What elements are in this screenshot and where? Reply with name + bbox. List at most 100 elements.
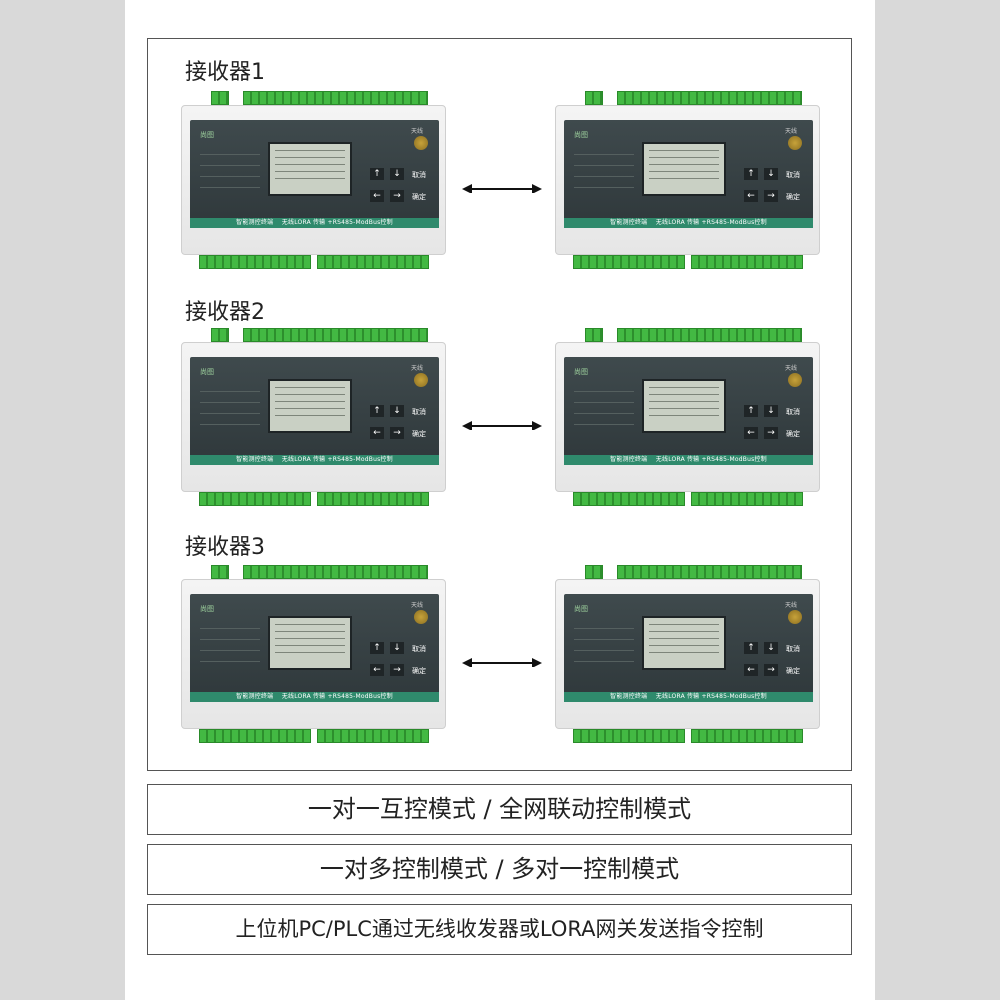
lcd-screen bbox=[642, 142, 726, 196]
strip-left-text: 智能测控终端 bbox=[610, 693, 648, 700]
up-button[interactable]: ↑ bbox=[370, 168, 384, 180]
left-button[interactable]: ← bbox=[744, 664, 758, 676]
terminal-block bbox=[243, 328, 428, 342]
up-button[interactable]: ↑ bbox=[744, 168, 758, 180]
strip-left-text: 智能测控终端 bbox=[610, 456, 648, 463]
confirm-button[interactable]: 确定 bbox=[786, 430, 800, 438]
device-housing: 尚图 天线 ↑ ↓ 取消 ← → 确定 bbox=[181, 579, 446, 729]
lcd-screen bbox=[642, 379, 726, 433]
terminal-block bbox=[243, 565, 428, 579]
terminal-block bbox=[585, 328, 603, 342]
right-button[interactable]: → bbox=[390, 190, 404, 202]
lcd-screen bbox=[268, 142, 352, 196]
antenna-connector-icon bbox=[788, 610, 802, 624]
bidirectional-arrow-icon bbox=[462, 658, 542, 667]
terminal-block bbox=[573, 729, 685, 743]
device-front-panel: 尚图 天线 ↑ ↓ 取消 ← → 确定 bbox=[564, 120, 813, 228]
left-button[interactable]: ← bbox=[744, 427, 758, 439]
device-label-strip: 智能测控终端 无线LORA 传输 +RS485-ModBus控制 bbox=[190, 692, 439, 702]
controller-device: 尚图 天线 ↑ ↓ 取消 ← → 确定 bbox=[555, 91, 820, 269]
bidirectional-arrow-icon bbox=[462, 184, 542, 193]
cancel-button[interactable]: 取消 bbox=[412, 408, 426, 416]
left-button[interactable]: ← bbox=[744, 190, 758, 202]
brand-logo: 尚图 bbox=[200, 605, 214, 613]
terminal-block bbox=[691, 492, 803, 506]
status-indicators bbox=[200, 146, 260, 190]
mode-box-one-to-one: 一对一互控模式 / 全网联动控制模式 bbox=[147, 784, 852, 835]
receiver-title-2: 接收器2 bbox=[185, 300, 265, 325]
terminal-block bbox=[617, 91, 802, 105]
terminal-block bbox=[317, 492, 429, 506]
antenna-label: 天线 bbox=[785, 602, 798, 609]
up-button[interactable]: ↑ bbox=[370, 642, 384, 654]
controller-device: 尚图 天线 ↑ ↓ 取消 ← → 确定 bbox=[181, 328, 446, 506]
strip-right-text: 无线LORA 传输 +RS485-ModBus控制 bbox=[655, 219, 767, 226]
strip-right-text: 无线LORA 传输 +RS485-ModBus控制 bbox=[655, 456, 767, 463]
status-indicators bbox=[574, 620, 634, 664]
right-button[interactable]: → bbox=[764, 664, 778, 676]
confirm-button[interactable]: 确定 bbox=[786, 667, 800, 675]
device-housing: 尚图 天线 ↑ ↓ 取消 ← → 确定 bbox=[555, 342, 820, 492]
confirm-button[interactable]: 确定 bbox=[412, 430, 426, 438]
strip-left-text: 智能测控终端 bbox=[610, 219, 648, 226]
terminal-block bbox=[317, 729, 429, 743]
lcd-screen bbox=[268, 379, 352, 433]
down-button[interactable]: ↓ bbox=[390, 168, 404, 180]
terminal-block bbox=[199, 492, 311, 506]
status-indicators bbox=[200, 383, 260, 427]
brand-logo: 尚图 bbox=[574, 605, 588, 613]
cancel-button[interactable]: 取消 bbox=[786, 408, 800, 416]
terminal-block bbox=[617, 565, 802, 579]
cancel-button[interactable]: 取消 bbox=[786, 171, 800, 179]
device-label-strip: 智能测控终端 无线LORA 传输 +RS485-ModBus控制 bbox=[190, 218, 439, 228]
down-button[interactable]: ↓ bbox=[390, 405, 404, 417]
antenna-label: 天线 bbox=[411, 128, 424, 135]
down-button[interactable]: ↓ bbox=[390, 642, 404, 654]
status-indicators bbox=[200, 620, 260, 664]
mode-text-one-to-one: 一对一互控模式 / 全网联动控制模式 bbox=[307, 795, 692, 823]
right-button[interactable]: → bbox=[764, 190, 778, 202]
left-button[interactable]: ← bbox=[370, 664, 384, 676]
mode-box-one-to-many: 一对多控制模式 / 多对一控制模式 bbox=[147, 844, 852, 895]
right-button[interactable]: → bbox=[390, 427, 404, 439]
receiver-title-3: 接收器3 bbox=[185, 535, 265, 560]
right-button[interactable]: → bbox=[390, 664, 404, 676]
device-housing: 尚图 天线 ↑ ↓ 取消 ← → 确定 bbox=[555, 105, 820, 255]
down-button[interactable]: ↓ bbox=[764, 405, 778, 417]
terminal-block bbox=[573, 255, 685, 269]
terminal-block bbox=[585, 91, 603, 105]
device-front-panel: 尚图 天线 ↑ ↓ 取消 ← → 确定 bbox=[190, 357, 439, 465]
antenna-label: 天线 bbox=[785, 128, 798, 135]
antenna-connector-icon bbox=[788, 136, 802, 150]
device-front-panel: 尚图 天线 ↑ ↓ 取消 ← → 确定 bbox=[564, 594, 813, 702]
right-button[interactable]: → bbox=[764, 427, 778, 439]
device-front-panel: 尚图 天线 ↑ ↓ 取消 ← → 确定 bbox=[564, 357, 813, 465]
left-button[interactable]: ← bbox=[370, 427, 384, 439]
brand-logo: 尚图 bbox=[574, 131, 588, 139]
terminal-block bbox=[691, 255, 803, 269]
terminal-block bbox=[199, 729, 311, 743]
controller-device: 尚图 天线 ↑ ↓ 取消 ← → 确定 bbox=[555, 565, 820, 743]
brand-logo: 尚图 bbox=[200, 131, 214, 139]
down-button[interactable]: ↓ bbox=[764, 168, 778, 180]
cancel-button[interactable]: 取消 bbox=[412, 645, 426, 653]
cancel-button[interactable]: 取消 bbox=[412, 171, 426, 179]
left-button[interactable]: ← bbox=[370, 190, 384, 202]
confirm-button[interactable]: 确定 bbox=[412, 667, 426, 675]
mode-box-pc-plc: 上位机PC/PLC通过无线收发器或LORA网关发送指令控制 bbox=[147, 904, 852, 955]
receiver-diagram: 接收器1 接收器2 接收器3 尚图 天线 ↑ bbox=[147, 38, 852, 771]
strip-left-text: 智能测控终端 bbox=[236, 219, 274, 226]
down-button[interactable]: ↓ bbox=[764, 642, 778, 654]
antenna-connector-icon bbox=[414, 373, 428, 387]
status-indicators bbox=[574, 383, 634, 427]
terminal-block bbox=[573, 492, 685, 506]
up-button[interactable]: ↑ bbox=[370, 405, 384, 417]
antenna-connector-icon bbox=[788, 373, 802, 387]
confirm-button[interactable]: 确定 bbox=[412, 193, 426, 201]
confirm-button[interactable]: 确定 bbox=[786, 193, 800, 201]
up-button[interactable]: ↑ bbox=[744, 405, 758, 417]
cancel-button[interactable]: 取消 bbox=[786, 645, 800, 653]
up-button[interactable]: ↑ bbox=[744, 642, 758, 654]
brand-logo: 尚图 bbox=[200, 368, 214, 376]
antenna-label: 天线 bbox=[411, 602, 424, 609]
